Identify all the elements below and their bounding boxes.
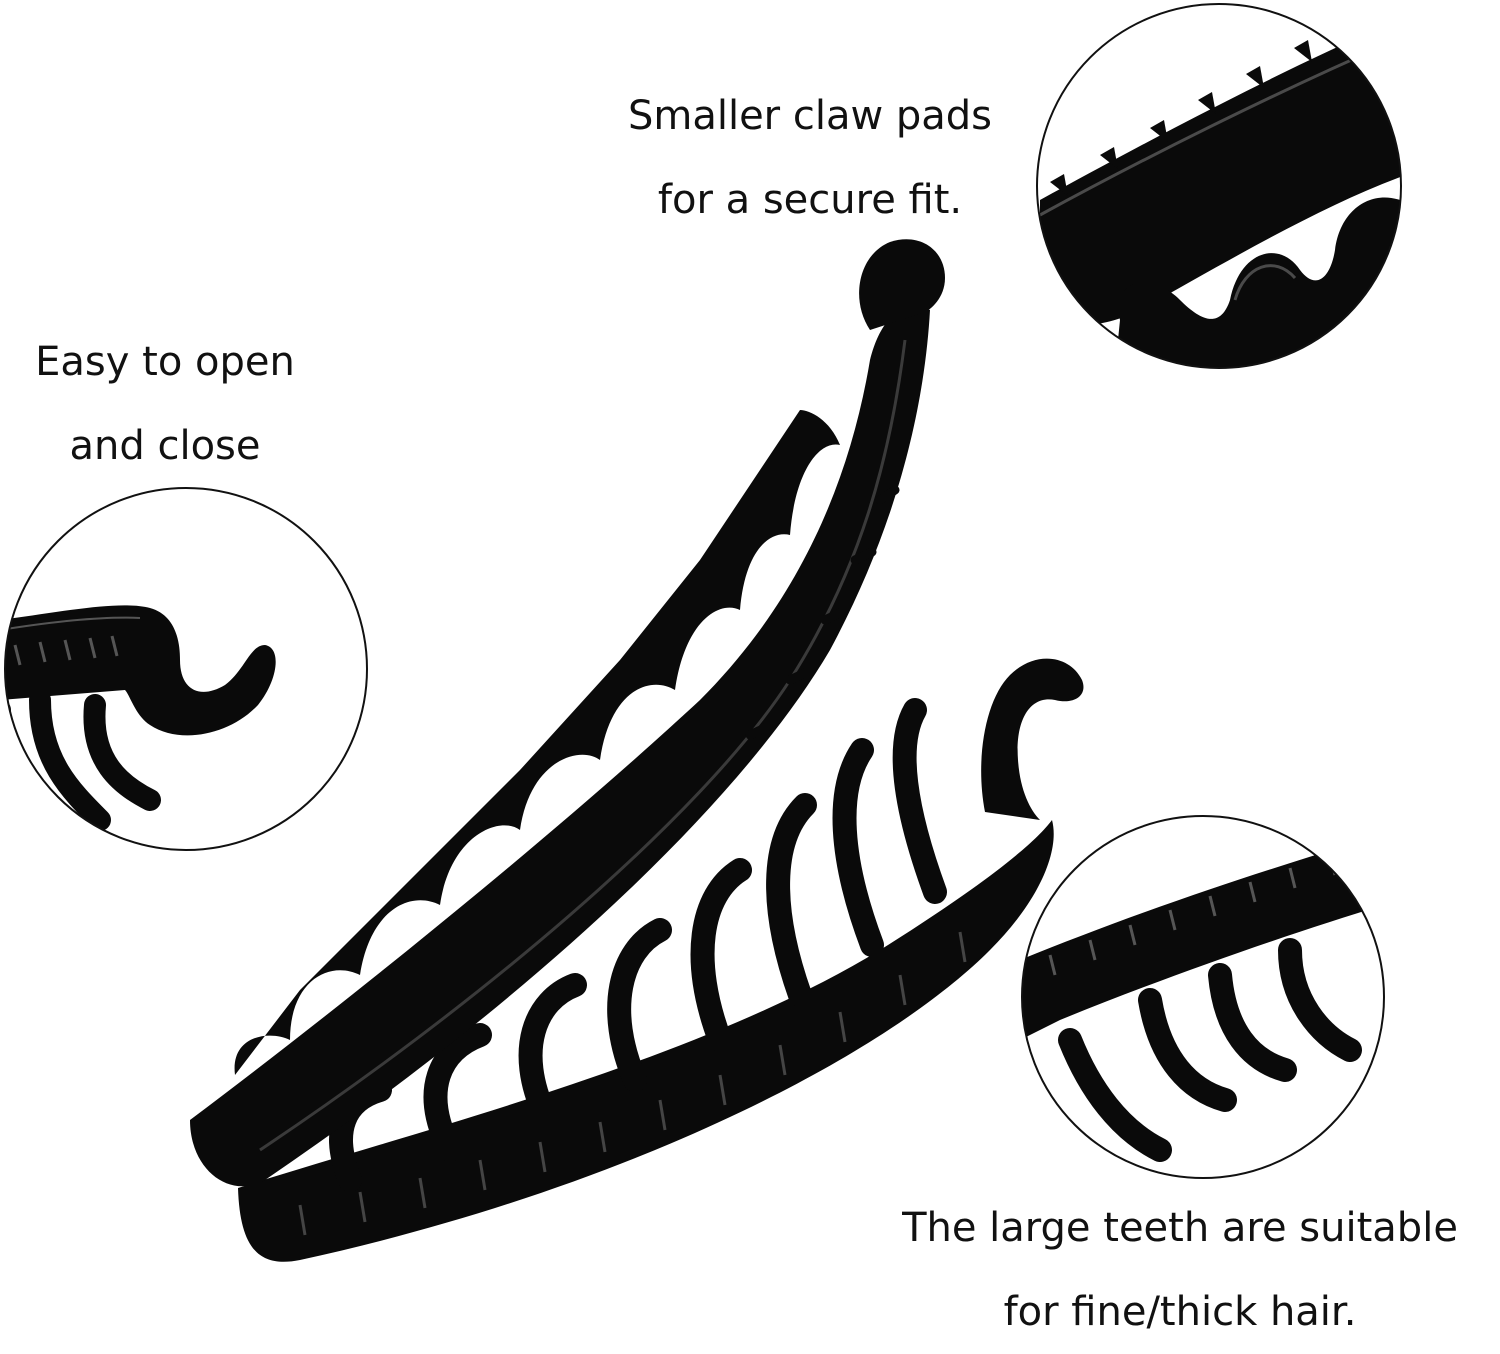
claw-pads-caption: Smaller claw pads for a secure fit. bbox=[560, 74, 1060, 242]
detail-circle-claw-pads bbox=[1036, 3, 1402, 369]
clip-top-highlight bbox=[259, 339, 907, 1152]
clip-top-knob bbox=[859, 239, 945, 330]
top-arm-small-teeth bbox=[745, 485, 900, 740]
detail-circle-large-teeth bbox=[1021, 815, 1385, 1179]
open-close-caption: Easy to open and close bbox=[0, 320, 330, 488]
bottom-jaw-ridges bbox=[298, 931, 967, 1236]
clip-bottom-hook bbox=[981, 658, 1084, 820]
teeth-caption: The large teeth are suitable for fine/th… bbox=[860, 1186, 1500, 1354]
claw-pads-caption-line2: for a secure fit. bbox=[657, 177, 963, 223]
clip-top-arm bbox=[190, 307, 930, 1187]
claw-pads-caption-line1: Smaller claw pads bbox=[627, 93, 993, 139]
open-close-caption-line2: and close bbox=[69, 423, 261, 469]
banana-clip-image bbox=[190, 239, 1084, 1262]
teeth-caption-line2: for fine/thick hair. bbox=[1003, 1289, 1357, 1335]
teeth-caption-line1: The large teeth are suitable bbox=[902, 1205, 1458, 1251]
open-close-caption-line1: Easy to open bbox=[35, 339, 295, 385]
detail-circle-open-close bbox=[4, 487, 368, 851]
clip-claw-pads bbox=[234, 410, 840, 1075]
